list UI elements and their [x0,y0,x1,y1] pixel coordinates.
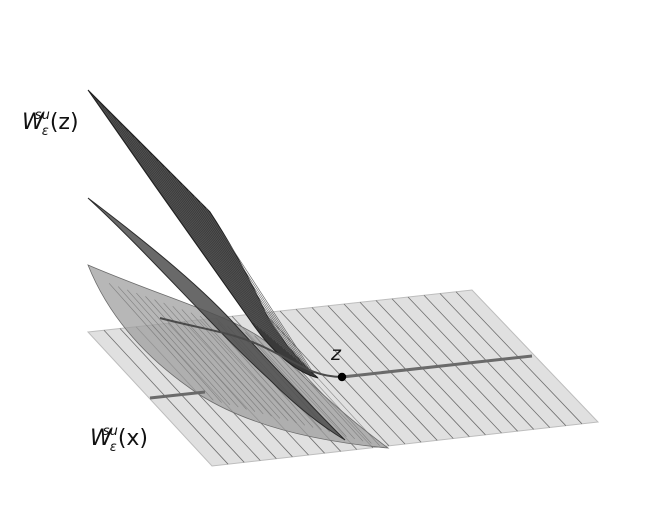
lower-label-sub: ε [109,440,117,455]
upper-sheet-ruling [145,148,281,347]
upper-sheet-ruling [103,107,258,326]
upper-label-sup: su [34,108,50,123]
upper-sheet [87,89,319,379]
upper-sheet-ruling [193,196,309,370]
upper-sheet-ruling [127,131,271,338]
upper-sheet-ruling [109,113,261,329]
lower-label-sup: su [102,424,118,439]
curve-right [341,354,533,379]
light-sheet-ruling [127,289,231,406]
light-sheet-ruling [199,315,297,424]
light-sheet-ruling [290,348,380,446]
point-z [337,372,347,382]
upper-sheet-ruling [121,125,268,335]
light-sheet-ruling [136,292,239,408]
middle-sheet [87,197,346,441]
light-sheet-ruling [254,335,347,437]
light-sheet-ruling [154,299,256,412]
upper-label-main: W [22,110,44,135]
upper-sheet-ruling [157,160,288,353]
upper-sheet-ruling [97,101,254,324]
point-z-label: z [331,345,341,364]
stable-curve [149,317,533,400]
point-z-text: z [331,343,341,365]
upper-sheet-rulings [97,101,315,376]
upper-sheet-ruling [181,184,302,364]
upper-manifold-label: Wεsu(z) [22,109,79,138]
upper-sheet-ruling [133,137,275,341]
upper-sheet-ruling [163,166,292,355]
light-sheet-ruling [108,283,214,401]
curve-left [149,390,206,400]
light-sheet-ruling [117,286,222,403]
middle-sheet-surface [87,197,346,441]
plane-ruling [263,312,390,447]
upper-sheet-ruling [169,172,295,358]
upper-sheet-ruling [199,202,312,373]
upper-sheet-ruling [205,207,315,376]
light-sheet-ruling [145,296,247,410]
light-sheet-ruling [163,302,264,415]
curve-rising [159,317,343,378]
upper-sheet-ruling [187,190,305,367]
lower-manifold-label: Wεsu(x) [90,425,148,454]
upper-sheet-ruling [139,143,278,344]
lower-label-arg: (x) [117,426,148,451]
upper-label-arg: (z) [49,110,79,135]
lower-label-main: W [90,426,112,451]
upper-sheet-ruling [151,154,285,350]
upper-sheet-ruling [175,178,298,361]
upper-sheet-ruling [115,119,264,332]
upper-label-sub: ε [41,124,49,139]
light-sheet-ruling [190,312,289,421]
